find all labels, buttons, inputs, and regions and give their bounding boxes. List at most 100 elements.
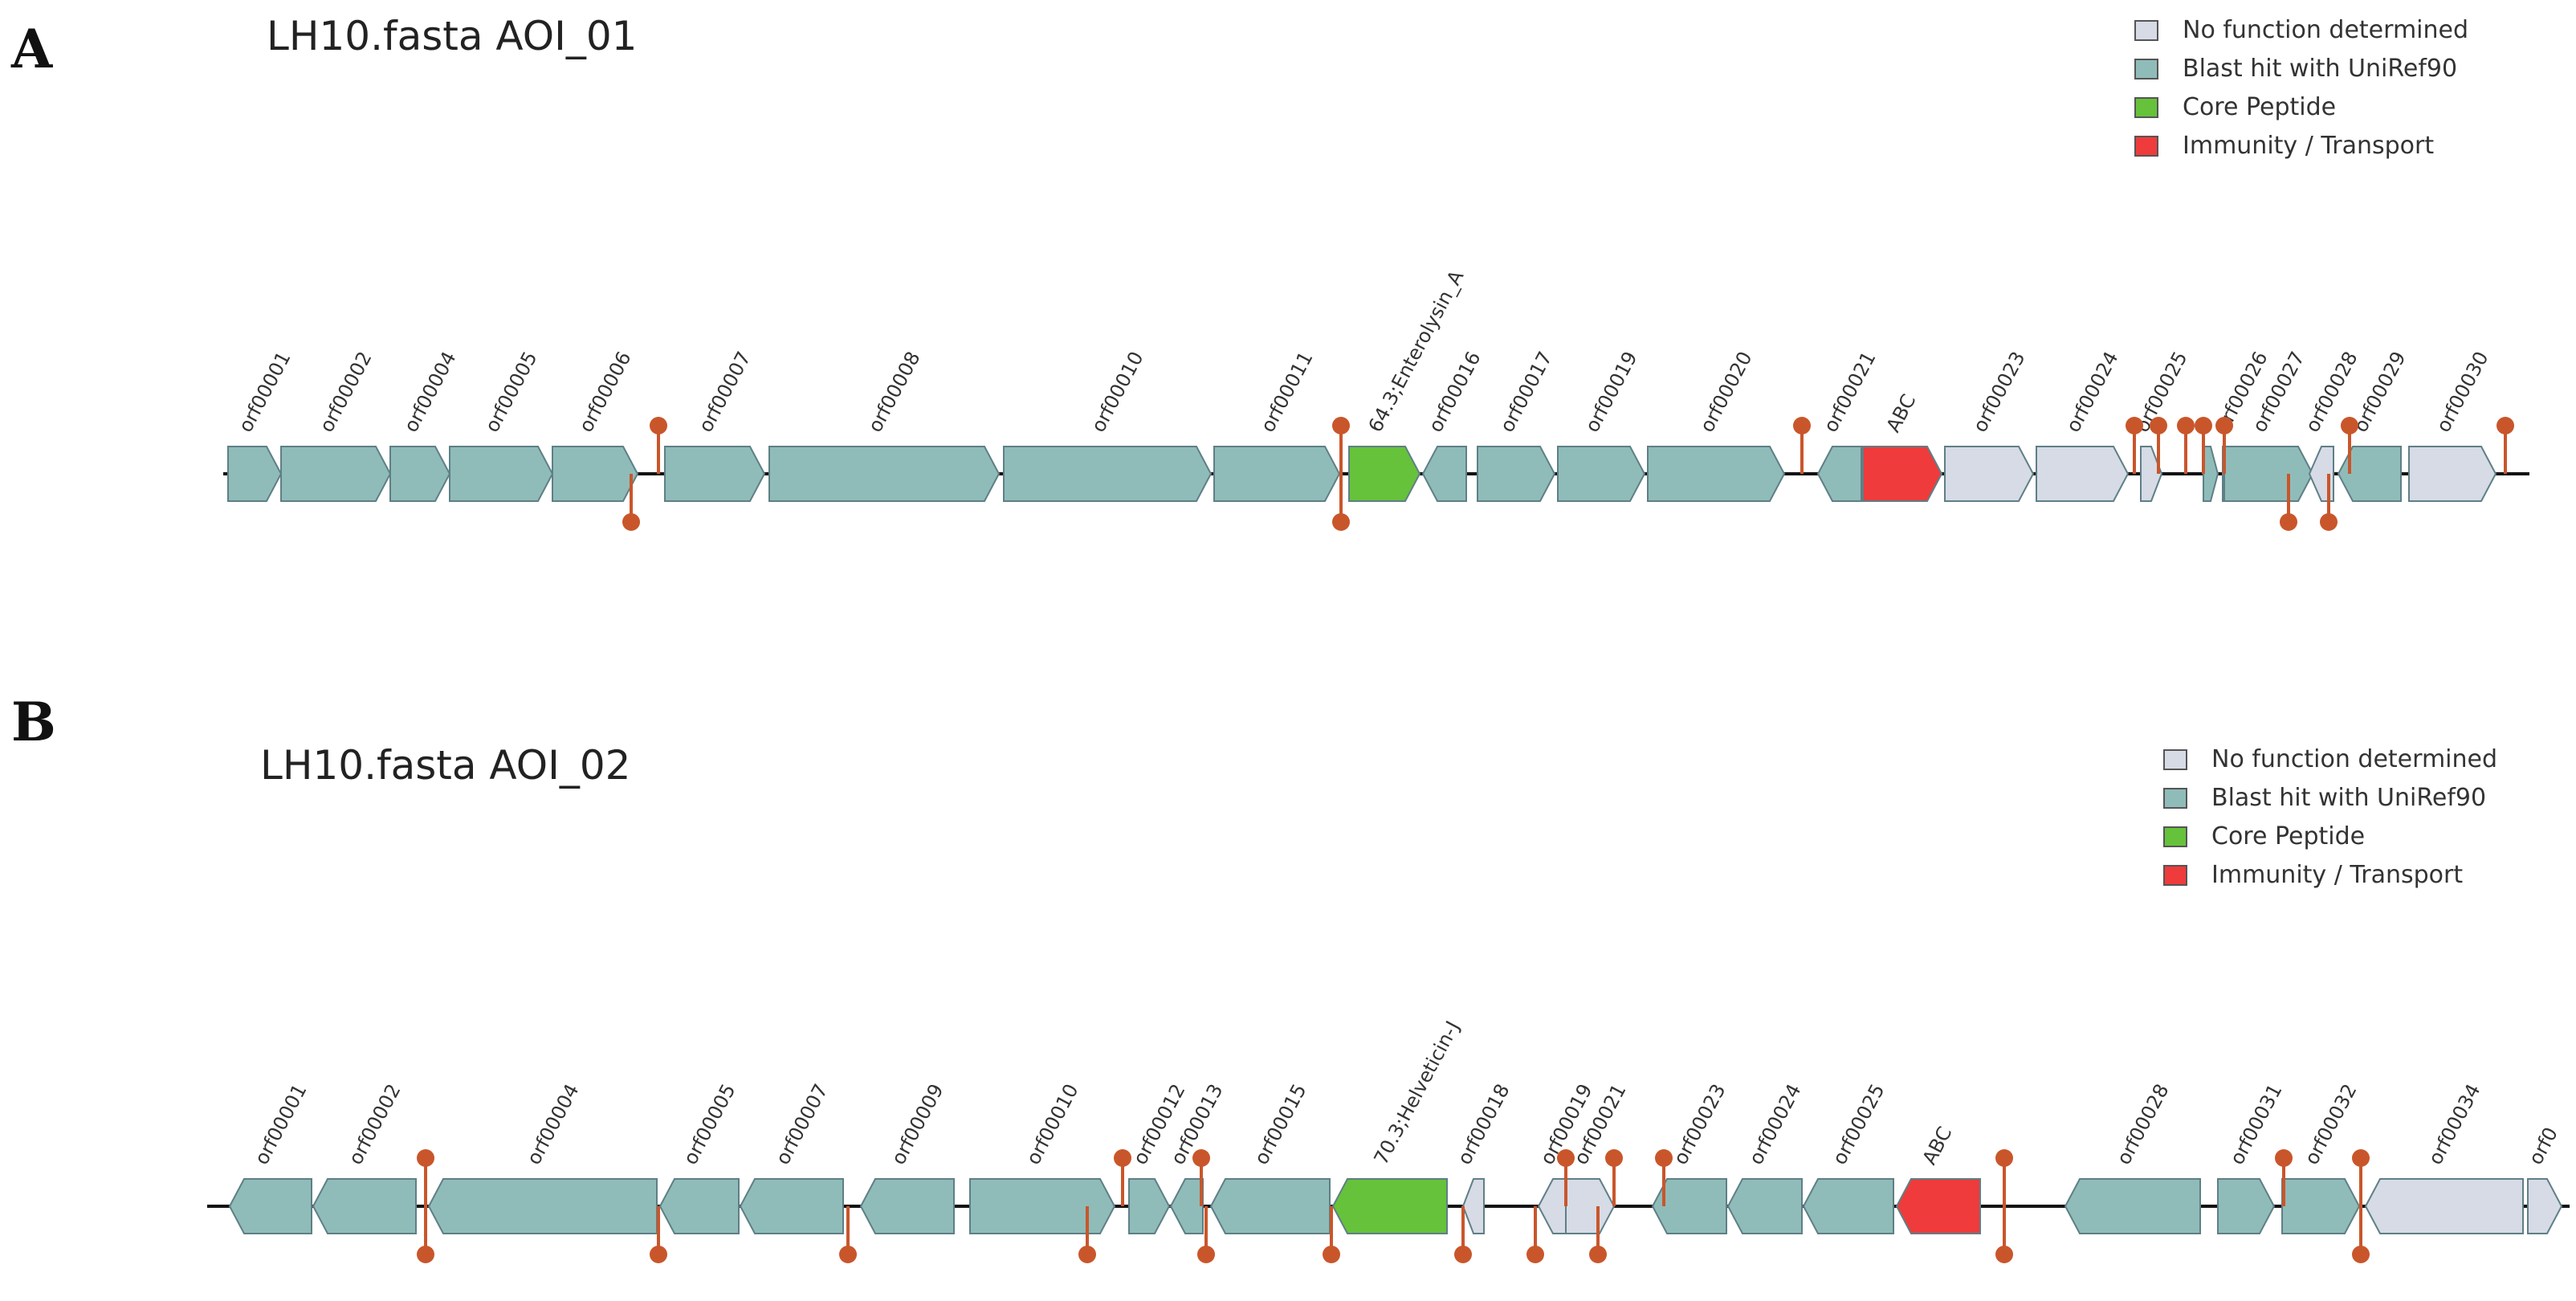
gene-label: orf00010 bbox=[1022, 1080, 1083, 1168]
legend-label: No function determined bbox=[2183, 16, 2469, 44]
gene-arrow bbox=[1421, 446, 1467, 502]
gene-arrow bbox=[739, 1178, 844, 1234]
terminator-marker bbox=[2126, 417, 2143, 434]
legend-label: Core Peptide bbox=[2211, 822, 2366, 850]
terminator-marker bbox=[1995, 1246, 2013, 1263]
gene-label: orf00024 bbox=[1745, 1080, 1806, 1168]
gene-label: orf00004 bbox=[400, 348, 461, 436]
gene-arrow bbox=[1003, 446, 1213, 502]
gene-arrow bbox=[1895, 1178, 1981, 1234]
terminator-marker bbox=[2497, 417, 2514, 434]
gene-arrow bbox=[768, 446, 1001, 502]
panel-title: LH10.fasta AOI_02 bbox=[260, 742, 631, 789]
terminator-marker bbox=[2320, 513, 2338, 531]
gene-label: orf00004 bbox=[523, 1080, 584, 1168]
gene-label: orf00032 bbox=[2301, 1080, 2362, 1168]
legend-swatch bbox=[2134, 136, 2158, 157]
gene-arrow bbox=[2408, 446, 2497, 502]
terminator-marker bbox=[1323, 1246, 1340, 1263]
gene-arrow bbox=[1461, 1178, 1485, 1234]
terminator-marker bbox=[2150, 417, 2167, 434]
gene-arrow bbox=[664, 446, 766, 502]
gene-label: 70.3;Helveticin-J bbox=[1370, 1018, 1465, 1168]
terminator-marker bbox=[1197, 1246, 1215, 1263]
gene-label: orf00018 bbox=[1453, 1080, 1514, 1168]
gene-arrow bbox=[2064, 1178, 2201, 1234]
gene-arrow bbox=[280, 446, 392, 502]
terminator-marker bbox=[1332, 513, 1350, 531]
gene-label: orf0 bbox=[2525, 1124, 2562, 1168]
gene-label: orf00020 bbox=[1696, 348, 1757, 436]
gene-label: orf00005 bbox=[481, 348, 542, 436]
gene-label: orf00021 bbox=[1820, 348, 1881, 436]
gene-arrow bbox=[1565, 1178, 1616, 1234]
gene-arrow bbox=[427, 1178, 658, 1234]
gene-arrow bbox=[228, 1178, 312, 1234]
gene-arrow bbox=[552, 446, 639, 502]
legend-swatch bbox=[2134, 97, 2158, 118]
gene-label: orf00008 bbox=[864, 348, 925, 436]
gene-arrow bbox=[2223, 446, 2314, 502]
gene-label: orf00010 bbox=[1087, 348, 1148, 436]
gene-arrow bbox=[1348, 446, 1421, 502]
terminator-marker bbox=[2352, 1149, 2370, 1167]
gene-arrow bbox=[1862, 446, 1943, 502]
gene-label: orf00028 bbox=[2113, 1080, 2174, 1168]
gene-arrow bbox=[1726, 1178, 1803, 1234]
gene-label: orf00006 bbox=[575, 348, 636, 436]
terminator-marker bbox=[1995, 1149, 2013, 1167]
panel-title: LH10.fasta AOI_01 bbox=[267, 13, 638, 59]
legend-swatch bbox=[2163, 788, 2187, 809]
panel-letter: A bbox=[11, 18, 53, 80]
gene-cluster-track: orf00001 orf00002 orf00004 orf00005 orf00006… bbox=[223, 267, 2529, 531]
legend-label: Core Peptide bbox=[2183, 93, 2337, 121]
gene-label: orf00001 bbox=[234, 348, 296, 436]
gene-arrow bbox=[1647, 446, 1786, 502]
gene-label: ABC bbox=[1918, 1123, 1957, 1168]
gene-label: orf00015 bbox=[1250, 1080, 1311, 1168]
gene-label: orf00009 bbox=[887, 1080, 948, 1168]
gene-label: orf00001 bbox=[251, 1080, 312, 1168]
gene-label: orf00024 bbox=[2062, 348, 2123, 436]
terminator-marker bbox=[650, 1246, 667, 1263]
gene-arrow bbox=[1209, 1178, 1331, 1234]
terminator-marker bbox=[1192, 1149, 1210, 1167]
gene-label: orf00017 bbox=[1496, 348, 1557, 436]
gene-label: orf00002 bbox=[316, 348, 377, 436]
gene-arrow bbox=[859, 1178, 955, 1234]
gene-arrow bbox=[658, 1178, 740, 1234]
terminator-marker bbox=[1114, 1149, 1131, 1167]
gene-arrow bbox=[1477, 446, 1556, 502]
gene-arrow bbox=[2036, 446, 2130, 502]
terminator-marker bbox=[417, 1246, 434, 1263]
terminator-marker bbox=[417, 1149, 434, 1167]
gene-label: orf00019 bbox=[1581, 348, 1642, 436]
gene-label: orf00034 bbox=[2424, 1080, 2485, 1168]
gene-arrow bbox=[1557, 446, 1646, 502]
gene-arrow bbox=[1816, 446, 1862, 502]
terminator-marker bbox=[1589, 1246, 1607, 1263]
legend-swatch bbox=[2163, 749, 2187, 770]
gene-arrow bbox=[312, 1178, 417, 1234]
terminator-marker bbox=[2275, 1149, 2293, 1167]
gene-arrow bbox=[2527, 1178, 2563, 1234]
legend-label: Immunity / Transport bbox=[2183, 132, 2435, 160]
panel-letter: B bbox=[11, 691, 56, 753]
legend-label: No function determined bbox=[2211, 745, 2498, 773]
gene-arrow bbox=[2364, 1178, 2524, 1234]
gene-arrow bbox=[1128, 1178, 1171, 1234]
gene-label: orf00011 bbox=[1257, 348, 1318, 436]
gene-arrow bbox=[449, 446, 554, 502]
terminator-marker bbox=[2280, 513, 2297, 531]
terminator-marker bbox=[622, 513, 640, 531]
gene-arrow bbox=[2203, 446, 2219, 502]
gene-label: orf00005 bbox=[679, 1080, 740, 1168]
gene-arrow bbox=[1213, 446, 1341, 502]
terminator-marker bbox=[1655, 1149, 1673, 1167]
gene-arrow bbox=[1331, 1178, 1448, 1234]
legend-swatch bbox=[2163, 826, 2187, 847]
legend-label: Immunity / Transport bbox=[2211, 861, 2464, 889]
legend-swatch bbox=[2134, 59, 2158, 80]
terminator-marker bbox=[1078, 1246, 1096, 1263]
